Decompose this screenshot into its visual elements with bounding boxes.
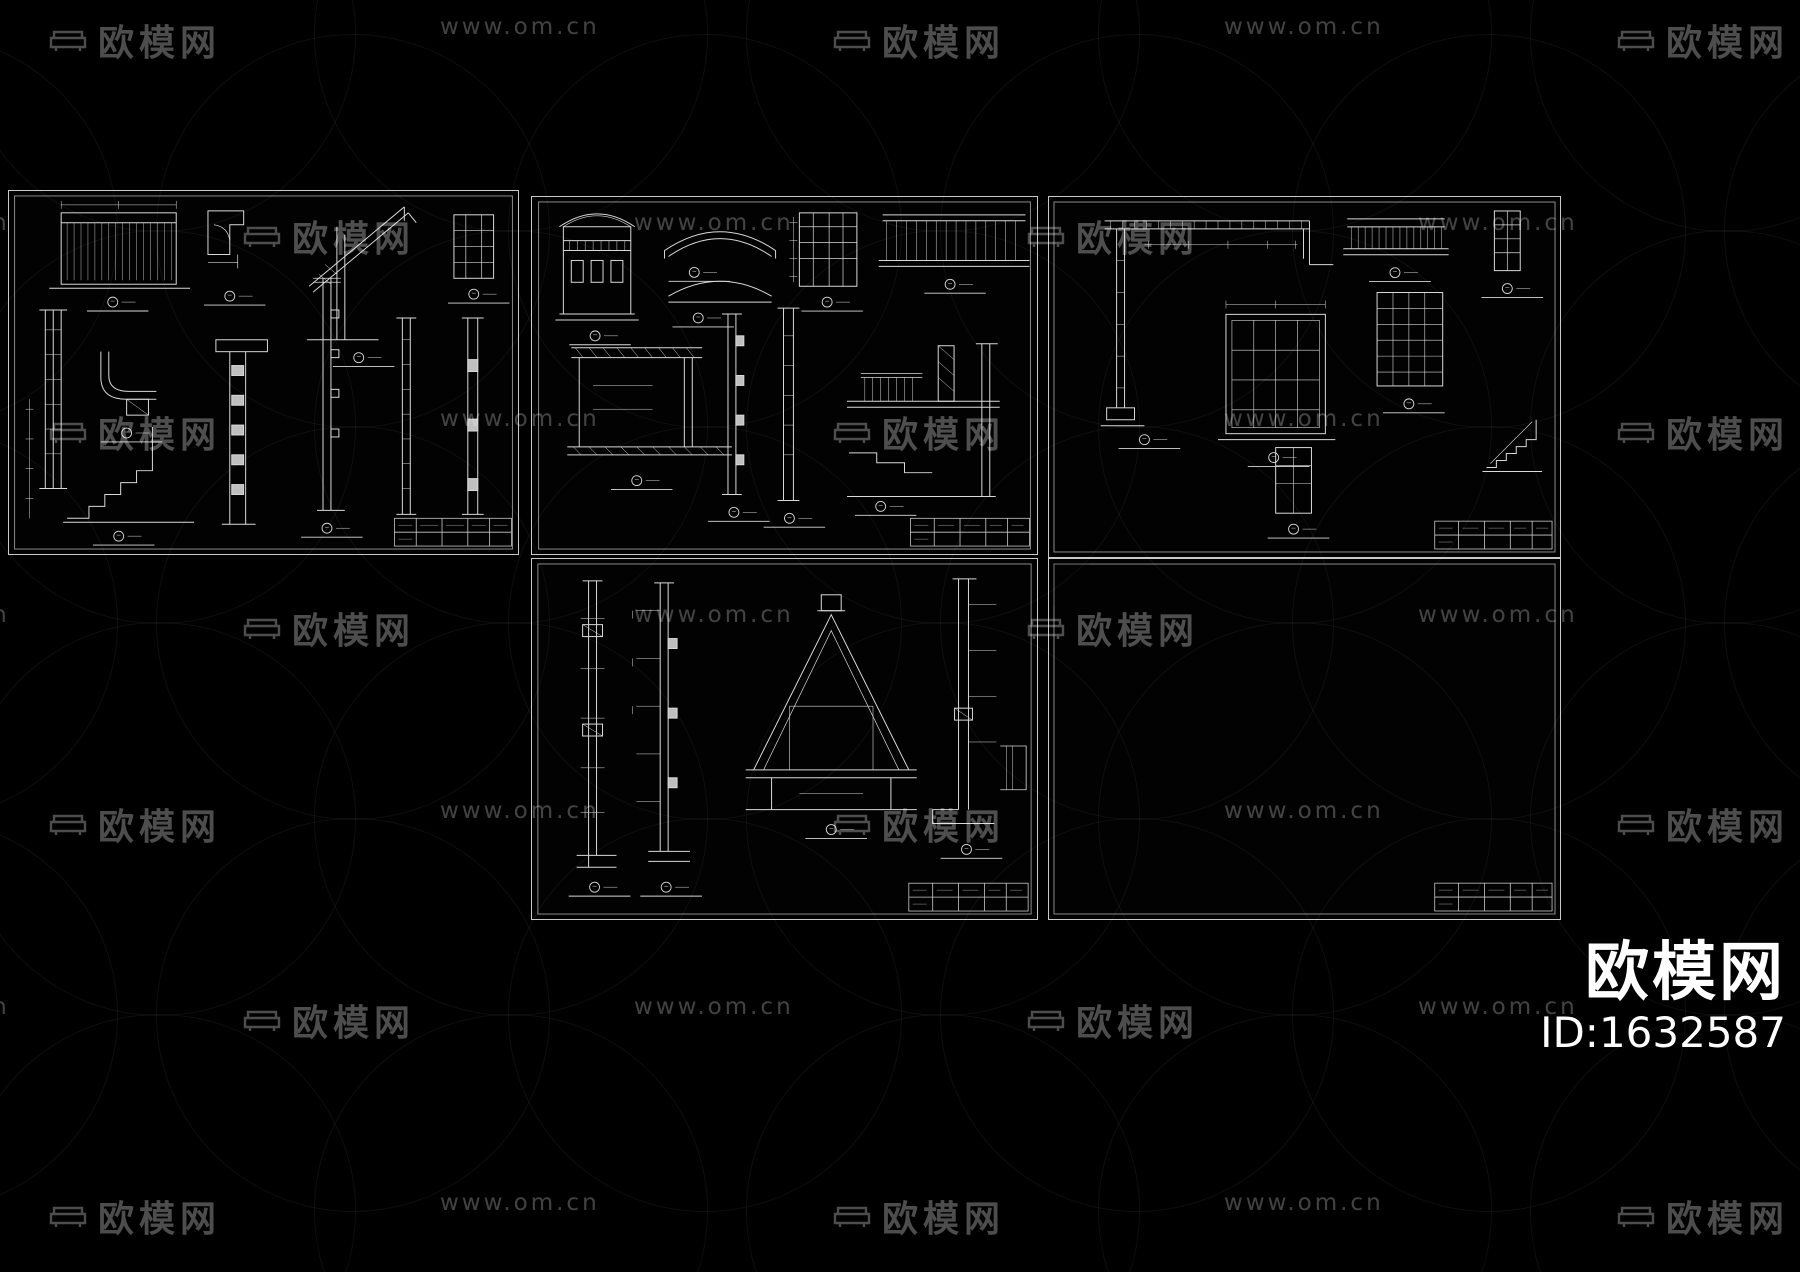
watermark-ring bbox=[1530, 230, 1800, 624]
cad-sheet-5 bbox=[1048, 558, 1561, 920]
cad-linework-2 bbox=[538, 201, 1031, 550]
watermark-brand: 欧模网 bbox=[242, 994, 415, 1046]
cad-linework-3 bbox=[1053, 201, 1556, 553]
watermark-url: www.om.cn bbox=[0, 602, 10, 628]
watermark-brand-text: 欧模网 bbox=[98, 807, 222, 848]
watermark-brand: 欧模网 bbox=[48, 14, 221, 66]
cad-sheet-4 bbox=[531, 558, 1038, 920]
watermark-url: www.om.cn bbox=[440, 14, 600, 40]
watermark-ring bbox=[1724, 34, 1800, 428]
watermark-brand: 欧模网 bbox=[1616, 798, 1789, 850]
watermark-brand-text: 欧模网 bbox=[98, 23, 222, 64]
watermark-ring bbox=[1724, 426, 1800, 820]
watermark-brand-text: 欧模网 bbox=[882, 23, 1006, 64]
cad-sheet-2 bbox=[531, 196, 1038, 555]
sofa-icon bbox=[833, 1206, 871, 1227]
title-block bbox=[1434, 520, 1553, 550]
cad-linework-1 bbox=[14, 195, 513, 550]
watermark-brand: 欧模网 bbox=[242, 602, 415, 654]
sofa-icon bbox=[49, 30, 87, 51]
watermark-ring bbox=[0, 818, 118, 1212]
footer-brand: 欧模网 ID:1632587 bbox=[1540, 936, 1786, 1060]
sofa-icon bbox=[49, 1206, 87, 1227]
sofa-icon bbox=[243, 618, 281, 639]
watermark-brand-text: 欧模网 bbox=[98, 1199, 222, 1240]
cad-linework-4 bbox=[537, 563, 1032, 915]
watermark-brand: 欧模网 bbox=[832, 14, 1005, 66]
watermark-ring bbox=[746, 1014, 1140, 1272]
watermark-brand: 欧模网 bbox=[48, 798, 221, 850]
watermark-ring bbox=[0, 622, 356, 1016]
watermark-brand-text: 欧模网 bbox=[1666, 415, 1790, 456]
watermark-brand-text: 欧模网 bbox=[1076, 1003, 1200, 1044]
watermark-brand: 欧模网 bbox=[1026, 994, 1199, 1046]
watermark-url: www.om.cn bbox=[1224, 14, 1384, 40]
watermark-brand-text: 欧模网 bbox=[292, 1003, 416, 1044]
sofa-icon bbox=[1617, 814, 1655, 835]
title-block bbox=[1434, 882, 1553, 912]
watermark-ring bbox=[314, 1014, 708, 1272]
sofa-icon bbox=[1617, 1206, 1655, 1227]
sofa-icon bbox=[49, 814, 87, 835]
watermark-brand-text: 欧模网 bbox=[1666, 807, 1790, 848]
watermark-brand: 欧模网 bbox=[1616, 406, 1789, 458]
watermark-ring bbox=[1098, 1014, 1492, 1272]
title-block bbox=[394, 517, 512, 547]
watermark-brand-text: 欧模网 bbox=[292, 611, 416, 652]
watermark-ring bbox=[1530, 0, 1800, 232]
watermark-ring bbox=[0, 1014, 356, 1272]
sofa-icon bbox=[1617, 422, 1655, 443]
model-id: ID:1632587 bbox=[1540, 1008, 1786, 1058]
title-block bbox=[910, 517, 1030, 547]
watermark-brand-text: 欧模网 bbox=[882, 1199, 1006, 1240]
sofa-icon bbox=[243, 1010, 281, 1031]
watermark-brand-text: 欧模网 bbox=[1666, 23, 1790, 64]
watermark-ring bbox=[156, 818, 550, 1212]
watermark-url: www.om.cn bbox=[1224, 1190, 1384, 1216]
watermark-brand: 欧模网 bbox=[1616, 1190, 1789, 1242]
watermark-url: www.om.cn bbox=[440, 1190, 600, 1216]
cad-linework-5 bbox=[1053, 563, 1556, 915]
watermark-url: www.om.cn bbox=[634, 994, 794, 1020]
watermark-brand: 欧模网 bbox=[1616, 14, 1789, 66]
brand-logo: 欧模网 bbox=[1585, 936, 1786, 1010]
title-block bbox=[908, 882, 1029, 912]
sofa-icon bbox=[833, 30, 871, 51]
cad-sheet-3 bbox=[1048, 196, 1561, 558]
watermark-url: www.om.cn bbox=[0, 994, 10, 1020]
watermark-brand: 欧模网 bbox=[832, 1190, 1005, 1242]
watermark-brand: 欧模网 bbox=[48, 1190, 221, 1242]
watermark-brand-text: 欧模网 bbox=[1666, 1199, 1790, 1240]
cad-sheet-1 bbox=[8, 190, 519, 555]
sofa-icon bbox=[1027, 1010, 1065, 1031]
sofa-icon bbox=[1617, 30, 1655, 51]
